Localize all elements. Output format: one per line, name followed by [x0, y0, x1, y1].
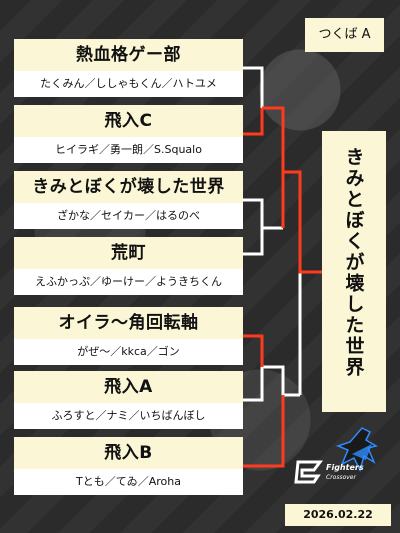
- bracket-line-winner: [283, 170, 322, 274]
- event-date: 2026.02.22: [285, 504, 391, 526]
- team-name: 飛入B: [14, 437, 243, 469]
- logo-subtitle: Crossover: [326, 474, 356, 481]
- bracket-line: [243, 66, 264, 108]
- team-name: 荒町: [14, 237, 243, 269]
- team-card: 飛入A ふろすと／ナミ／いちばんぼし: [14, 371, 243, 429]
- bracket-line: [243, 367, 264, 402]
- bracket-line: [243, 198, 264, 228]
- team-name: 飛入A: [14, 371, 243, 403]
- team-card: 荒町 えふかっぷ／ゆーけー／ようきちくん: [14, 237, 243, 295]
- team-name: 飛入C: [14, 105, 243, 137]
- venue-label: つくば A: [305, 18, 384, 52]
- team-name: 熱血格ゲー部: [14, 39, 243, 71]
- bracket-line-winner: [243, 395, 285, 468]
- team-members: ふろすと／ナミ／いちばんぼし: [14, 403, 243, 429]
- team-card: 飛入B Tとも／てゐ／Aroha: [14, 437, 243, 495]
- bracket-line-winner: [243, 334, 264, 367]
- bracket-line: [243, 228, 264, 256]
- logo-mark-icon: [294, 460, 323, 484]
- team-card: きみとぼくが壊した世界 ざかな／セイカー／はるのべ: [14, 171, 243, 229]
- team-members: たくみん／ししゃもくん／ハトユメ: [14, 71, 243, 97]
- team-members: えふかっぷ／ゆーけー／ようきちくん: [14, 269, 243, 295]
- team-card: 熱血格ゲー部 たくみん／ししゃもくん／ハトユメ: [14, 39, 243, 97]
- team-members: ざかな／セイカー／はるのべ: [14, 203, 243, 229]
- bracket-line-winner: [262, 106, 285, 172]
- team-members: ヒイラギ／勇一朗／S.Squalo: [14, 137, 243, 163]
- team-name: きみとぼくが壊した世界: [14, 171, 243, 203]
- winner-card: きみとぼくが壊した世界: [322, 131, 386, 412]
- event-logo: Fighters Crossover: [292, 424, 392, 494]
- team-members: がぜ～／kkca／ゴン: [14, 339, 243, 365]
- bracket-line: [262, 365, 300, 397]
- character-silhouette-icon: [335, 427, 378, 473]
- bracket-line-winner: [243, 108, 264, 136]
- team-name: オイラ～角回転軸: [14, 307, 243, 339]
- team-card: オイラ～角回転軸 がぜ～／kkca／ゴン: [14, 307, 243, 365]
- team-card: 飛入C ヒイラギ／勇一朗／S.Squalo: [14, 105, 243, 163]
- logo-title: Fighters: [326, 463, 364, 472]
- team-members: Tとも／てゐ／Aroha: [14, 469, 243, 495]
- winner-name: きみとぼくが壊した世界: [342, 147, 365, 378]
